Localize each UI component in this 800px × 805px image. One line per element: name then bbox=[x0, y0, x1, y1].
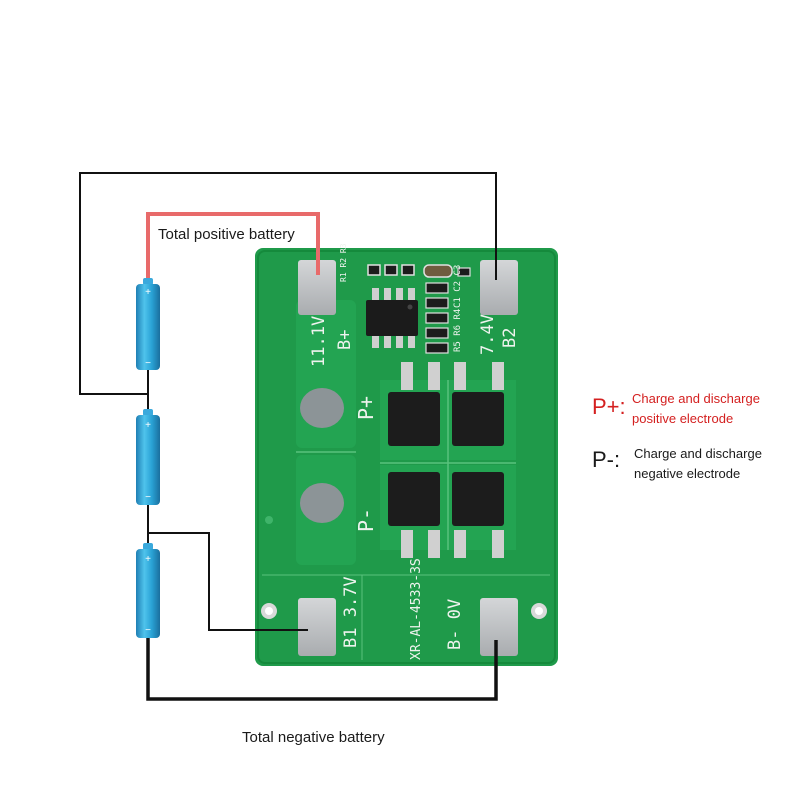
pad-b1 bbox=[298, 598, 336, 656]
silk-components-mid: C1 C2 C3 bbox=[453, 265, 463, 308]
legend-pplus-symbol: P+: bbox=[592, 394, 626, 419]
mosfet-2 bbox=[452, 362, 504, 446]
silk-bminus: B- 0V bbox=[445, 599, 465, 650]
wires bbox=[79, 172, 498, 701]
total-negative-label: Total negative battery bbox=[242, 729, 385, 746]
silk-11v: 11.1V bbox=[309, 316, 329, 367]
legend-pminus-line2: negative electrode bbox=[634, 466, 741, 481]
silk-components-top: R1 R2 R3 bbox=[339, 243, 348, 282]
battery-3-minus-mark: − bbox=[145, 625, 151, 636]
smd-components bbox=[367, 264, 471, 354]
battery-cell-2: + − bbox=[136, 409, 160, 505]
pcb-board: 11.1V B+ 7.4V B2 P+ P- B1 3.7V XR-AL-453… bbox=[255, 243, 558, 666]
mounting-hole-right bbox=[531, 603, 547, 619]
pad-b2 bbox=[480, 260, 518, 315]
silk-bplus: B+ bbox=[335, 330, 355, 350]
battery-1-plus-mark: + bbox=[145, 287, 151, 298]
pad-bplus bbox=[298, 260, 336, 315]
wire-b2 bbox=[79, 172, 497, 395]
mosfet-4 bbox=[452, 472, 504, 558]
legend-pplus-line2: positive electrode bbox=[632, 411, 734, 426]
pad-bminus bbox=[480, 598, 518, 656]
silk-b2: B2 bbox=[500, 328, 520, 348]
total-positive-label: Total positive battery bbox=[158, 226, 295, 243]
legend-pplus-text: Charge and discharge positive electrode bbox=[632, 389, 760, 429]
legend-pminus-symbol: P-: bbox=[592, 447, 621, 472]
battery-1-minus-mark: − bbox=[145, 358, 151, 369]
silk-pminus: P- bbox=[354, 508, 378, 532]
battery-cell-1: + − bbox=[136, 278, 160, 370]
legend-pminus-line1: Charge and discharge bbox=[634, 446, 762, 461]
mosfet-3 bbox=[388, 472, 440, 558]
silk-pplus: P+ bbox=[354, 396, 378, 420]
battery-2-minus-mark: − bbox=[145, 492, 151, 503]
legend-pminus-text: Charge and discharge negative electrode bbox=[634, 444, 762, 484]
wire-total-positive bbox=[146, 212, 320, 285]
silk-74v: 7.4V bbox=[478, 314, 498, 355]
protection-ic bbox=[366, 288, 418, 348]
legend-pplus-line1: Charge and discharge bbox=[632, 391, 760, 406]
silk-model: XR-AL-4533-3S bbox=[409, 558, 424, 660]
wire-total-negative bbox=[146, 638, 498, 701]
mosfet-1 bbox=[388, 362, 440, 446]
pad-pplus bbox=[300, 388, 344, 428]
wire-b1 bbox=[148, 532, 308, 631]
silk-b1: B1 3.7V bbox=[341, 576, 361, 648]
pad-pminus bbox=[300, 483, 344, 523]
mounting-hole-left bbox=[261, 603, 277, 619]
battery-2-plus-mark: + bbox=[145, 420, 151, 431]
battery-cell-3: + − bbox=[136, 543, 160, 638]
battery-3-plus-mark: + bbox=[145, 554, 151, 565]
silk-components-low: R5 R6 R4 bbox=[453, 309, 463, 352]
